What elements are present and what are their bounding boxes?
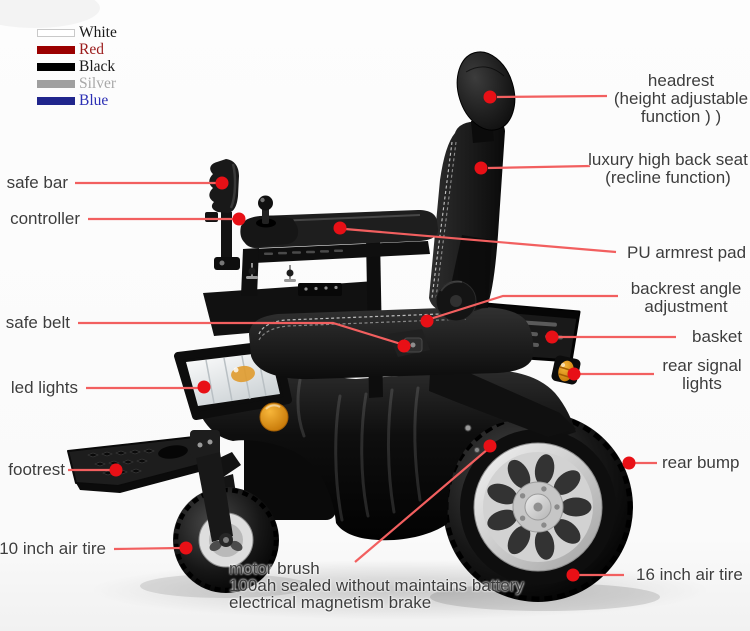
legend-item-blue: Blue xyxy=(37,92,117,109)
amber-reflector xyxy=(259,402,289,432)
legend-label: Silver xyxy=(79,75,117,92)
label-line: 16 inch air tire xyxy=(636,565,743,584)
controller-label: controller xyxy=(10,210,80,228)
legend-swatch-blue xyxy=(37,96,75,105)
label-line: rear signal xyxy=(662,356,742,375)
label-line: controller xyxy=(10,209,80,228)
label-line: safe belt xyxy=(5,313,70,332)
label-line: safe bar xyxy=(6,173,68,192)
label-line: 10 inch air tire xyxy=(0,539,106,558)
label-line: motor brush xyxy=(229,559,320,578)
luxury-high-back-seat-label: luxury high back seat(recline function) xyxy=(588,151,748,187)
legend-swatch-silver xyxy=(37,79,75,88)
label-line: backrest angle xyxy=(630,279,742,298)
adjuster-screws xyxy=(246,263,296,282)
joystick-controller xyxy=(240,195,299,247)
rear-fender xyxy=(429,356,576,437)
sixteen-inch-air-tire-label: 16 inch air tire xyxy=(636,566,743,584)
led-lights-label: led lights xyxy=(11,379,78,397)
rear-bump-label: rear bump xyxy=(662,454,739,472)
legend-item-silver: Silver xyxy=(37,75,117,92)
legend-item-black: Black xyxy=(37,58,117,75)
background-smudge xyxy=(0,0,100,28)
rear-signal-light xyxy=(551,355,581,385)
label-line: 100ah sealed without maintains battery xyxy=(229,576,524,595)
body-screw xyxy=(464,424,472,432)
legend-swatch-red xyxy=(37,45,75,54)
legend-swatch-black xyxy=(37,62,75,71)
pu-armrest-pad-label: PU armrest pad xyxy=(627,244,746,262)
legend-label: Red xyxy=(79,41,104,58)
label-line: led lights xyxy=(10,378,78,397)
safe-belt-label: safe belt xyxy=(6,314,70,332)
legend-item-white: White xyxy=(37,24,117,41)
label-line: PU armrest pad xyxy=(627,243,747,262)
ten-inch-air-tire-label: 10 inch air tire xyxy=(0,540,106,558)
label-line: electrical magnetism brake xyxy=(229,593,432,612)
safe-bar-label: safe bar xyxy=(7,174,68,192)
front-caster-wheel xyxy=(173,430,279,593)
recline-hinge xyxy=(435,280,477,322)
seat-cushion xyxy=(249,306,534,380)
legend-label: Blue xyxy=(79,92,109,109)
label-line: function ) ) xyxy=(640,107,722,126)
label-line: basket xyxy=(692,327,743,346)
legend-label: White xyxy=(79,24,117,41)
legend-swatch-white xyxy=(37,28,75,37)
lug-bolts xyxy=(519,486,560,528)
basket-label: basket xyxy=(692,328,742,346)
rim-spoke-holes xyxy=(487,454,592,560)
label-line: footrest xyxy=(8,460,65,479)
label-line: headrest xyxy=(647,71,715,90)
label-line: (height adjustable xyxy=(613,89,749,108)
legend-label: Black xyxy=(79,58,116,75)
label-line: lights xyxy=(682,374,722,393)
caster-fork xyxy=(196,452,233,542)
body-screw xyxy=(474,447,480,453)
label-line: (recline function) xyxy=(605,168,731,187)
label-line: adjustment xyxy=(644,297,728,316)
label-line: rear bump xyxy=(662,453,740,472)
label-line: luxury high back seat xyxy=(588,150,748,169)
legend-item-red: Red xyxy=(37,41,117,58)
footrest-label: footrest xyxy=(8,461,65,479)
